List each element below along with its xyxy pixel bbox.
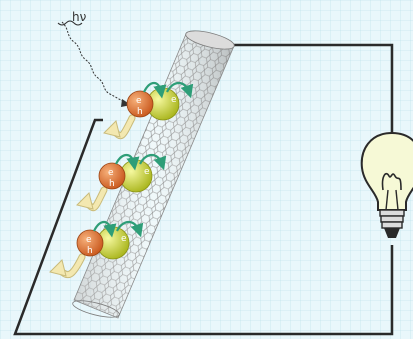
hole-particle: [76, 229, 104, 257]
electron-hop-arrow: [139, 153, 167, 171]
electron-hop-arrow: [93, 220, 117, 238]
hole-transfer-arrowhead: [49, 259, 67, 277]
hole-label: h: [109, 179, 115, 189]
hole-electron-label: e: [86, 235, 92, 245]
hole-particle: [126, 90, 154, 118]
electron-label: e: [121, 234, 127, 244]
bottom-wire-electrode: [13, 118, 394, 336]
exciton-group-middle: ehe: [76, 153, 167, 212]
electron-hop-arrow: [166, 81, 194, 99]
top-wire: [230, 43, 394, 138]
hole-transfer-arrowhead: [103, 120, 121, 138]
hole-label: h: [137, 107, 143, 117]
light-bulb-icon: [360, 131, 413, 238]
hole-electron-label: e: [136, 96, 142, 106]
hole-label: h: [87, 246, 93, 256]
electron-hop-arrow: [115, 153, 140, 171]
exciton-group-bottom: ehe: [49, 220, 144, 279]
photon-label: hν: [72, 10, 87, 24]
electron-hop-arrow: [116, 220, 144, 238]
electron-label: e: [171, 95, 177, 105]
electron-hop-arrow: [143, 81, 167, 99]
hole-particle: [98, 162, 126, 190]
electron-label: e: [144, 167, 150, 177]
exciton-group-top: ehe: [103, 81, 194, 140]
hole-electron-label: e: [108, 168, 114, 178]
hole-transfer-arrowhead: [76, 192, 94, 210]
